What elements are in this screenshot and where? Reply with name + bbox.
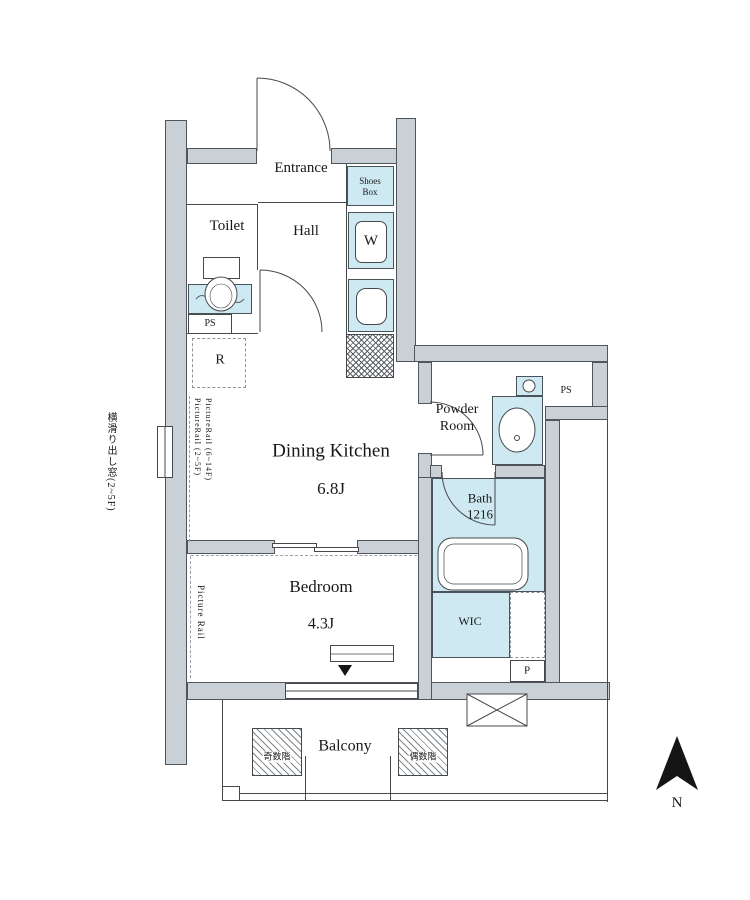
dining-kitchen-size: 6.8J	[317, 478, 345, 498]
wall-right-lower	[545, 420, 560, 700]
powder-room-label-line1: Powder	[435, 402, 479, 418]
balcony-window	[285, 683, 418, 699]
pipe-box	[510, 660, 545, 682]
compass-north-icon	[656, 736, 698, 790]
kitchen-column-line	[346, 164, 347, 378]
wall-powder-bath-right	[495, 465, 545, 478]
picture-rail-dk-low: PictureRail (2~5F)	[193, 398, 202, 477]
washer-drum	[355, 221, 387, 263]
toilet-tank	[203, 257, 240, 279]
ps-right-label: PS	[560, 385, 572, 396]
toilet-door-swing	[259, 269, 323, 333]
balcony-partition-left	[305, 756, 306, 800]
building-edge-right	[607, 420, 608, 802]
balcony-rail-outer	[222, 800, 608, 801]
wall-powder-bath-left	[430, 465, 442, 478]
toilet-label: Toilet	[209, 218, 245, 234]
pipe-label: P	[523, 664, 531, 677]
wall-dk-powder-upper	[418, 362, 432, 404]
balcony-edge-left	[222, 700, 223, 801]
entrance-step-line	[258, 202, 346, 203]
hatch-even-label: 偶数階	[408, 751, 438, 763]
direction-marker-icon	[338, 665, 352, 676]
wall-top-right	[331, 148, 398, 164]
sink-basin	[356, 288, 387, 325]
stove	[346, 334, 394, 378]
hall-label: Hall	[293, 223, 319, 239]
shoes-box-label-line1: Shoes	[359, 176, 381, 187]
shoes-box-label-line2: Box	[362, 187, 378, 197]
wall-dk-bedroom-right	[357, 540, 420, 554]
toilet-wall-right	[257, 204, 258, 270]
picture-rail-line-bedroom-h	[191, 555, 417, 556]
bedroom-size: 4.3J	[307, 615, 335, 633]
wall-right-upper	[396, 118, 416, 362]
picture-rail-line-dk	[189, 396, 190, 542]
bath-label-size: 1216	[467, 506, 493, 521]
side-window	[157, 426, 173, 478]
wall-top-left	[187, 148, 257, 164]
wall-ps-bottom	[545, 406, 608, 420]
wic-area	[432, 592, 510, 658]
bedroom-label: Bedroom	[289, 576, 353, 596]
toilet-wall-top	[187, 204, 258, 205]
picture-rail-bedroom: Picture Rail	[196, 585, 206, 640]
toilet-counter	[188, 284, 252, 314]
sliding-door-panel-b	[314, 547, 359, 552]
ps-left-box	[188, 314, 232, 334]
wall-dk-bedroom-left	[187, 540, 275, 554]
shoes-box	[347, 166, 394, 206]
side-window-note: 横滑り出し窓(2~5F)	[105, 412, 116, 512]
dining-kitchen-label: Dining Kitchen	[272, 440, 390, 462]
powder-room-label-line2: Room	[439, 419, 475, 434]
wall-mid-horizontal	[414, 345, 608, 362]
entrance-label: Entrance	[274, 160, 328, 176]
picture-rail-dk-high: PictureRail (6~14F)	[204, 398, 213, 482]
powder-room-label: Powder Room	[436, 402, 479, 436]
wall-bedroom-bath	[418, 470, 432, 700]
shoes-box-label: Shoes Box	[359, 176, 381, 198]
entrance-door-swing	[256, 77, 331, 152]
balcony-label: Balcony	[318, 737, 372, 755]
north-label: N	[671, 795, 683, 811]
bath-label-name: Bath	[467, 490, 493, 506]
wic-open-shelf	[510, 592, 545, 658]
hatch-odd-label: 奇数階	[262, 751, 292, 763]
bath-label: Bath 1216	[467, 490, 493, 521]
ps-left-label: PS	[204, 318, 216, 329]
balcony-rail-inner	[222, 793, 608, 794]
ac-marker	[330, 645, 394, 662]
water-heater	[516, 376, 543, 396]
balcony-partition-right	[390, 756, 391, 800]
powder-counter	[492, 396, 543, 465]
picture-rail-line-bedroom-v	[190, 556, 191, 678]
fridge-space	[192, 338, 246, 388]
sliding-door-panel-a	[272, 543, 317, 548]
wic-label: WIC	[458, 613, 482, 628]
washer-label: W	[363, 233, 379, 249]
fridge-label: R	[215, 352, 225, 368]
balcony-corner-box	[222, 786, 240, 801]
